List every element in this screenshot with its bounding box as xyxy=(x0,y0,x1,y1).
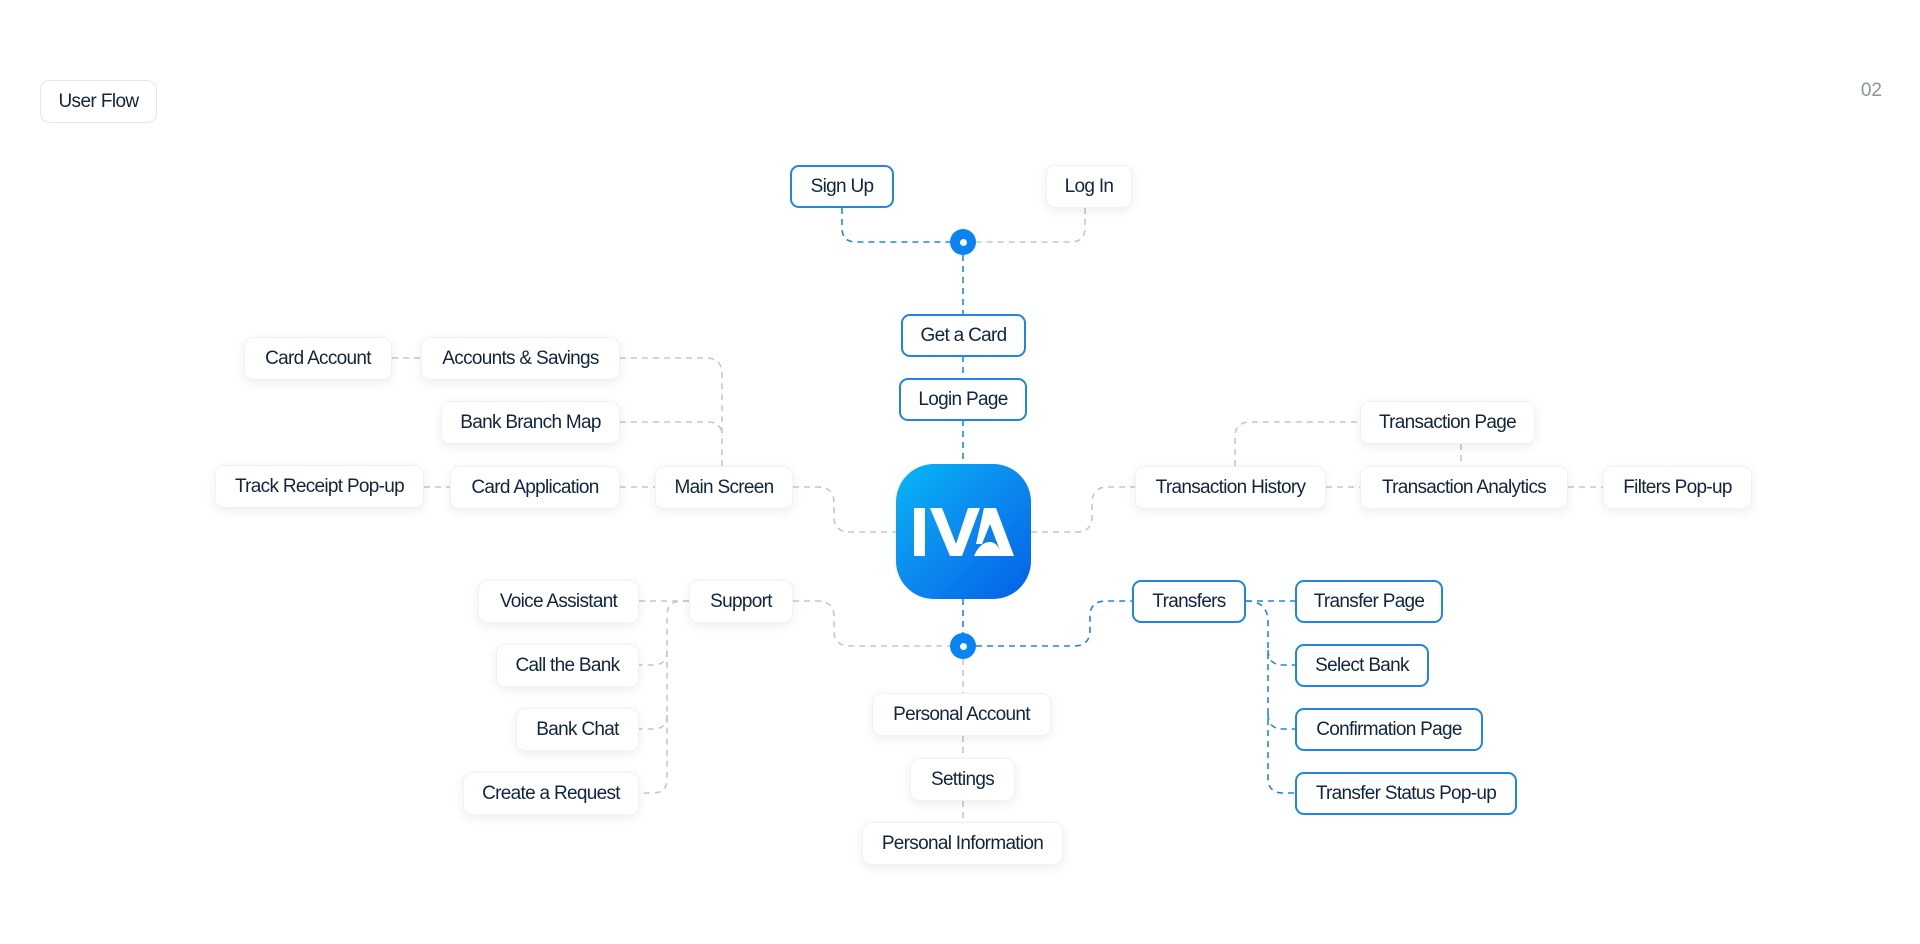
link-support-bottomdot xyxy=(793,600,950,647)
node-transfers[interactable]: Transfers xyxy=(1132,580,1246,623)
node-filters-popup[interactable]: Filters Pop-up xyxy=(1603,466,1752,509)
node-bank-branch-map[interactable]: Bank Branch Map xyxy=(441,401,620,444)
node-confirmation-page[interactable]: Confirmation Page xyxy=(1295,708,1483,751)
node-main-screen[interactable]: Main Screen xyxy=(655,466,793,509)
node-transfer-page[interactable]: Transfer Page xyxy=(1295,580,1443,623)
node-settings[interactable]: Settings xyxy=(910,758,1015,801)
node-track-receipt-popup[interactable]: Track Receipt Pop-up xyxy=(215,465,424,508)
link-transfers-branch xyxy=(1245,600,1295,794)
junction-dot-bottom xyxy=(950,633,976,659)
node-transfer-status-popup[interactable]: Transfer Status Pop-up xyxy=(1295,772,1517,815)
node-transaction-page[interactable]: Transaction Page xyxy=(1360,401,1535,444)
node-accounts-savings[interactable]: Accounts & Savings xyxy=(421,337,620,380)
link-mainscreen-logo xyxy=(793,486,896,533)
node-select-bank[interactable]: Select Bank xyxy=(1295,644,1429,687)
section-label: User Flow xyxy=(40,80,157,123)
node-card-account[interactable]: Card Account xyxy=(244,337,392,380)
link-bottomdot-transfers xyxy=(976,600,1132,647)
node-transaction-history[interactable]: Transaction History xyxy=(1135,466,1326,509)
node-voice-assistant[interactable]: Voice Assistant xyxy=(478,580,639,623)
node-login-page[interactable]: Login Page xyxy=(899,378,1027,421)
node-personal-information[interactable]: Personal Information xyxy=(862,822,1063,865)
node-card-application[interactable]: Card Application xyxy=(450,466,620,509)
page-number: 02 xyxy=(1860,80,1882,101)
node-get-a-card[interactable]: Get a Card xyxy=(901,314,1026,357)
link-signup-topdot xyxy=(841,208,950,243)
link-branch-callbank xyxy=(639,650,668,666)
link-login-topdot xyxy=(976,208,1086,243)
node-create-a-request[interactable]: Create a Request xyxy=(463,772,639,815)
link-branchmap-mainscreen xyxy=(620,421,723,437)
link-branch-bankchat xyxy=(639,714,668,730)
link-support-branch xyxy=(639,600,689,794)
node-transaction-analytics[interactable]: Transaction Analytics xyxy=(1360,466,1568,509)
link-accounts-mainscreen xyxy=(620,357,723,466)
node-call-the-bank[interactable]: Call the Bank xyxy=(496,644,639,687)
app-logo-icon xyxy=(913,507,1014,556)
link-branch-confirmation xyxy=(1267,713,1295,730)
node-log-in[interactable]: Log In xyxy=(1046,165,1132,208)
link-txhistory-txpage xyxy=(1234,421,1360,466)
node-support[interactable]: Support xyxy=(689,580,793,623)
link-branch-selectbank xyxy=(1267,649,1295,666)
node-sign-up[interactable]: Sign Up xyxy=(790,165,894,208)
link-logo-txhistory xyxy=(1031,486,1135,533)
app-logo[interactable] xyxy=(896,464,1031,599)
junction-dot-top xyxy=(950,229,976,255)
node-bank-chat[interactable]: Bank Chat xyxy=(516,708,639,751)
node-personal-account[interactable]: Personal Account xyxy=(872,693,1051,736)
